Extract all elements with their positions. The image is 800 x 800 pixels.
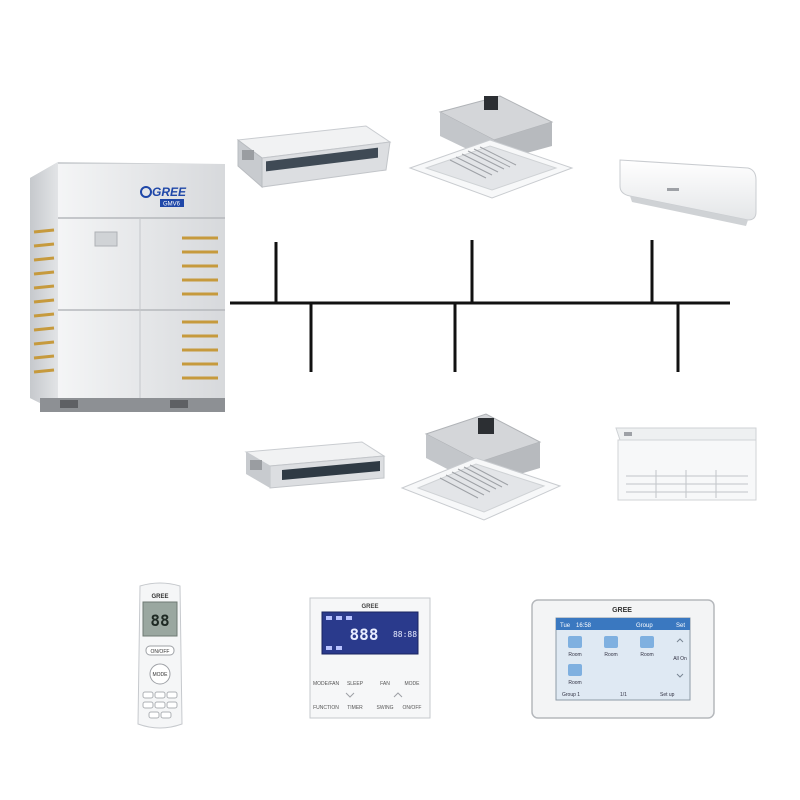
touch-room-1[interactable]: Room	[568, 652, 581, 658]
wired-btn-sleep[interactable]: SLEEP	[347, 681, 364, 687]
remote-mode-label: MODE	[153, 672, 169, 678]
wired-btn-swing[interactable]: SWING	[377, 705, 394, 711]
wired-btn-timer[interactable]: TIMER	[347, 705, 363, 711]
touch-footer-center: 1/1	[620, 692, 627, 698]
wall-mounted-indoor-unit	[619, 159, 757, 226]
touch-all-on[interactable]: All On	[673, 656, 687, 662]
touch-controller-brand: GREE	[612, 607, 632, 614]
wired-btn-fan[interactable]: FAN	[380, 681, 390, 687]
outdoor-unit-logo: GREE GMV6	[140, 185, 187, 208]
outdoor-unit: GREE GMV6	[30, 162, 225, 412]
touch-room-4[interactable]: Room	[568, 680, 581, 686]
outdoor-unit-brand: GREE	[152, 185, 187, 199]
touch-time: 16:58	[576, 623, 592, 629]
remote-onoff-button[interactable]	[145, 645, 175, 656]
outdoor-unit-series: GMV6	[163, 202, 181, 208]
touch-screen-controller: GREE Tue 16:58 Group Set Room Room Room …	[531, 599, 715, 719]
remote-brand: GREE	[151, 594, 168, 600]
cassette-indoor-unit-bottom	[400, 413, 562, 521]
wired-controller: GREE 888 88:88 MODE/FAN SLEEP FAN MODE F…	[309, 597, 431, 719]
wireless-remote-controller: GREE 88 ON/OFF MODE	[137, 582, 183, 729]
duct-indoor-unit-bottom	[244, 441, 386, 489]
wired-controller-display-side: 88:88	[393, 630, 417, 639]
touch-set-tab[interactable]: Set	[676, 623, 685, 629]
wired-btn-onoff[interactable]: ON/OFF	[403, 705, 422, 711]
touch-room-grid: Room Room Room Room	[568, 636, 654, 686]
remote-display: 88	[150, 611, 169, 630]
wired-btn-mode[interactable]: MODE	[405, 681, 421, 687]
touch-room-3[interactable]: Room	[640, 652, 653, 658]
wired-controller-brand: GREE	[361, 604, 378, 610]
wired-btn-mode-fan[interactable]: MODE/FAN	[313, 681, 340, 687]
wired-btn-function[interactable]: FUNCTION	[313, 705, 339, 711]
refrigerant-piping	[230, 240, 730, 372]
touch-footer-left[interactable]: Group 1	[562, 692, 580, 698]
touch-day: Tue	[560, 623, 571, 629]
touch-room-2[interactable]: Room	[604, 652, 617, 658]
remote-onoff-label: ON/OFF	[151, 649, 170, 655]
ceiling-floor-indoor-unit	[615, 427, 757, 501]
wired-controller-display-main: 888	[350, 625, 379, 644]
remote-mode-button[interactable]	[149, 663, 171, 685]
touch-group-tab[interactable]: Group	[636, 623, 653, 629]
duct-indoor-unit-top	[236, 125, 392, 189]
touch-footer-right[interactable]: Set up	[660, 692, 675, 698]
cassette-indoor-unit-top	[408, 95, 574, 199]
